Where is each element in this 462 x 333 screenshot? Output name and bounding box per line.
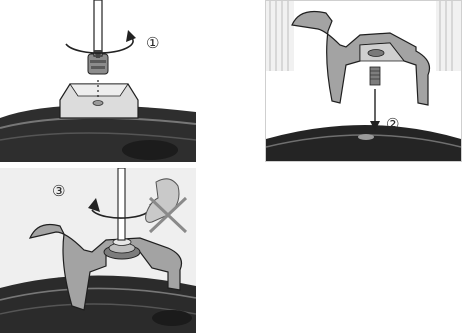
step-1-number: ① — [146, 34, 159, 52]
step-3-panel: ③ — [0, 168, 196, 333]
step-3-number: ③ — [52, 182, 65, 200]
step-2-panel: ② — [265, 0, 462, 162]
step-3-illustration: ③ — [0, 168, 196, 333]
step-2-illustration: ② — [266, 1, 461, 161]
step-1-illustration: ① — [0, 0, 196, 162]
step-2-number: ② — [386, 115, 399, 133]
screwdriver-icon — [94, 0, 102, 58]
step-1-panel: ① — [0, 0, 196, 162]
